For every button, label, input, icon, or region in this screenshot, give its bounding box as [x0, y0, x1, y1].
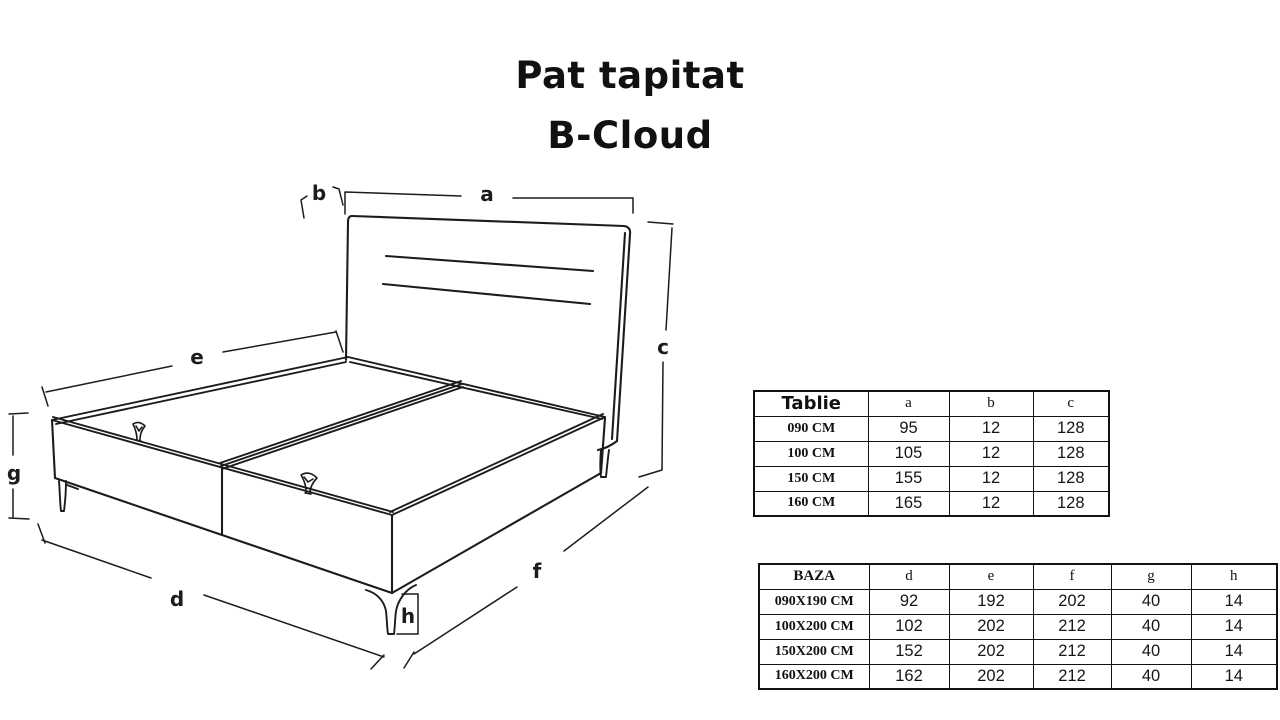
- dim-value-cell: 14: [1190, 613, 1278, 640]
- dim-value-cell: 12: [948, 465, 1034, 492]
- row-header: 160X200 CM: [758, 663, 870, 690]
- dim-line-h: [396, 593, 419, 635]
- dim-label-d: d: [170, 587, 184, 611]
- dim-value-cell: 40: [1110, 638, 1192, 665]
- column-header: b: [948, 390, 1034, 417]
- column-header: a: [867, 390, 950, 417]
- dim-value-cell: 192: [948, 588, 1034, 615]
- dim-label-e: e: [190, 345, 204, 369]
- dim-line-f: [403, 486, 649, 669]
- dim-line-d: [37, 523, 385, 670]
- dim-value-cell: 155: [867, 465, 950, 492]
- row-header: 090 CM: [753, 415, 869, 442]
- baza-table: BAZA d e f g h 090X190 CM 92 192 202 40 …: [758, 563, 1278, 690]
- dim-label-c: c: [657, 335, 669, 359]
- table-row: 100X200 CM 102 202 212 40 14: [758, 613, 1278, 640]
- column-header: e: [948, 563, 1034, 590]
- row-header: 150X200 CM: [758, 638, 870, 665]
- dim-value-cell: 152: [868, 638, 950, 665]
- table-title-cell: BAZA: [758, 563, 870, 590]
- table-title-cell: Tablie: [753, 390, 869, 417]
- base-top: [51, 356, 606, 516]
- dim-line-b: [300, 186, 344, 219]
- dim-line-a: [344, 191, 634, 215]
- table-row: 090X190 CM 92 192 202 40 14: [758, 588, 1278, 615]
- dim-value-cell: 14: [1190, 663, 1278, 690]
- dim-label-h: h: [401, 604, 415, 628]
- headboard-stitch-line: [381, 282, 592, 306]
- bed-diagram: a b c d e f g h: [7, 181, 674, 670]
- tablie-table: Tablie a b c 090 CM 95 12 128 100 CM 105…: [753, 390, 1110, 517]
- row-header: 100X200 CM: [758, 613, 870, 640]
- table-row: 100 CM 105 12 128: [753, 440, 1110, 467]
- dim-value-cell: 162: [868, 663, 950, 690]
- dim-label-b: b: [312, 181, 326, 205]
- row-header: 090X190 CM: [758, 588, 870, 615]
- table-row: 150X200 CM 152 202 212 40 14: [758, 638, 1278, 665]
- dim-line-e: [41, 330, 344, 407]
- front-corner-leg: [365, 584, 417, 635]
- dim-value-cell: 102: [868, 613, 950, 640]
- table-header-row: Tablie a b c: [753, 390, 1110, 417]
- product-model-title: B-Cloud: [547, 114, 713, 157]
- dim-value-cell: 12: [948, 440, 1034, 467]
- page-title: Pat tapitat B-Cloud: [380, 46, 880, 166]
- dim-value-cell: 128: [1032, 415, 1110, 442]
- dim-value-cell: 105: [867, 440, 950, 467]
- column-header: f: [1032, 563, 1112, 590]
- dim-value-cell: 12: [948, 490, 1034, 517]
- dim-value-cell: 40: [1110, 613, 1192, 640]
- row-header: 160 CM: [753, 490, 869, 517]
- dim-value-cell: 14: [1190, 638, 1278, 665]
- column-header: g: [1110, 563, 1192, 590]
- column-header: c: [1032, 390, 1110, 417]
- dim-value-cell: 92: [868, 588, 950, 615]
- dim-value-cell: 202: [948, 663, 1034, 690]
- dim-value-cell: 212: [1032, 613, 1112, 640]
- dim-value-cell: 128: [1032, 490, 1110, 517]
- mattress-split-seam: [220, 383, 463, 467]
- dim-value-cell: 212: [1032, 663, 1112, 690]
- dim-line-c: [638, 221, 674, 478]
- dim-value-cell: 40: [1110, 588, 1192, 615]
- dim-value-cell: 95: [867, 415, 950, 442]
- dim-value-cell: 202: [948, 638, 1034, 665]
- product-type-title: Pat tapitat: [515, 54, 745, 97]
- table-row: 160X200 CM 162 202 212 40 14: [758, 663, 1278, 690]
- headboard-leg: [599, 449, 610, 478]
- dim-label-f: f: [533, 559, 542, 583]
- row-header: 150 CM: [753, 465, 869, 492]
- left-leg: [58, 480, 67, 512]
- dim-value-cell: 212: [1032, 638, 1112, 665]
- dim-value-cell: 165: [867, 490, 950, 517]
- dim-line-g: [8, 412, 30, 520]
- dim-label-g: g: [7, 461, 21, 485]
- dim-value-cell: 202: [948, 613, 1034, 640]
- table-header-row: BAZA d e f g h: [758, 563, 1278, 590]
- bed-legs: [58, 449, 610, 635]
- table-row: 150 CM 155 12 128: [753, 465, 1110, 492]
- table-row: 160 CM 165 12 128: [753, 490, 1110, 517]
- mattress-split-seam: [221, 386, 464, 470]
- dim-value-cell: 12: [948, 415, 1034, 442]
- dim-value-cell: 128: [1032, 465, 1110, 492]
- mounting-clips: [132, 421, 318, 495]
- base-front: [50, 416, 607, 595]
- headboard-stitch-line: [384, 254, 595, 273]
- dim-value-cell: 202: [1032, 588, 1112, 615]
- table-row: 090 CM 95 12 128: [753, 415, 1110, 442]
- column-header: h: [1190, 563, 1278, 590]
- mattress-split-seam: [219, 380, 462, 464]
- headboard: [344, 214, 632, 452]
- dimension-lines: [8, 186, 674, 670]
- dim-label-a: a: [480, 182, 494, 206]
- dim-value-cell: 14: [1190, 588, 1278, 615]
- row-header: 100 CM: [753, 440, 869, 467]
- dim-value-cell: 128: [1032, 440, 1110, 467]
- column-header: d: [868, 563, 950, 590]
- dim-value-cell: 40: [1110, 663, 1192, 690]
